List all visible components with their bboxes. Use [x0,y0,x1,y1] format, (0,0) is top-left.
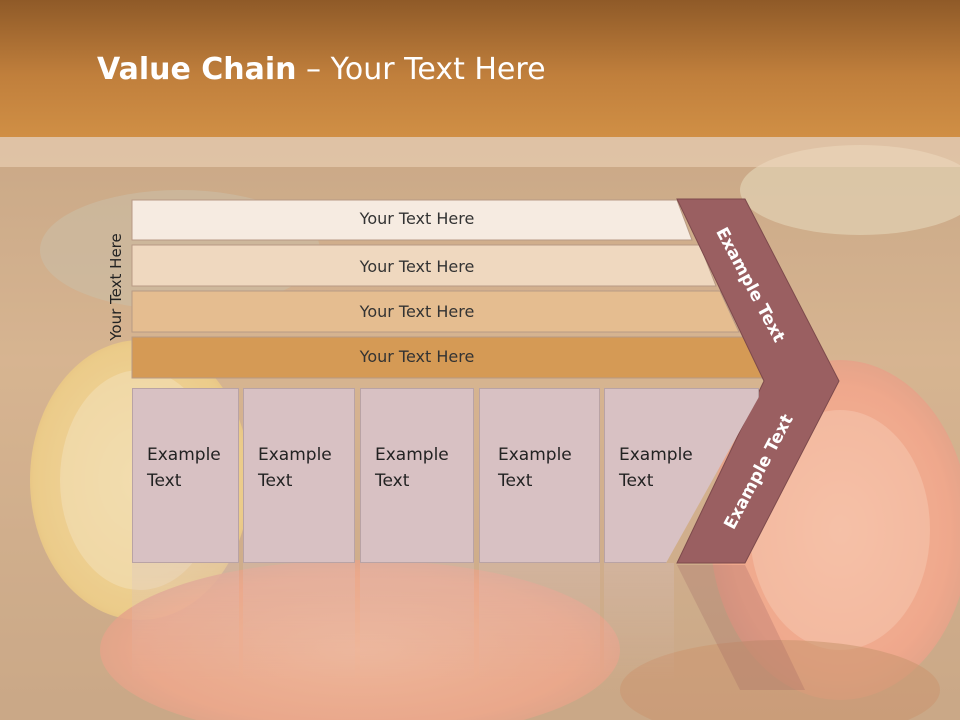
title-bold: Value Chain [97,52,297,87]
box-5-reflection [604,563,674,683]
header-subband [0,137,960,167]
box-2-reflection [243,563,355,683]
box-1-line2: Text [147,471,182,491]
box-3-line1: Example [375,445,449,465]
row-label-4: Your Text Here [359,347,475,366]
row-label-2: Your Text Here [359,257,475,276]
row-bar-2[interactable] [131,244,717,287]
row-label-1: Your Text Here [359,209,475,228]
title-rest: – Your Text Here [296,52,546,87]
box-2-line2: Text [258,471,293,491]
chevron-shape[interactable] [676,198,840,564]
box-4-reflection [479,563,600,683]
header-band [0,0,960,137]
chevron-reflection [677,565,805,690]
box-3-line2: Text [375,471,410,491]
box-1-reflection [132,563,239,683]
box-3-reflection [360,563,474,683]
row-bar-3[interactable] [131,290,740,333]
box-5-line1: Example [619,445,693,465]
box-1-line1: Example [147,445,221,465]
box-5-line2: Text [619,471,654,491]
page-title: Value Chain – Your Text Here [97,52,546,87]
row-label-3: Your Text Here [359,302,475,321]
row-bar-1[interactable] [131,199,693,241]
box-4-line2: Text [498,471,533,491]
box-2-line1: Example [258,445,332,465]
box-4-line1: Example [498,445,572,465]
